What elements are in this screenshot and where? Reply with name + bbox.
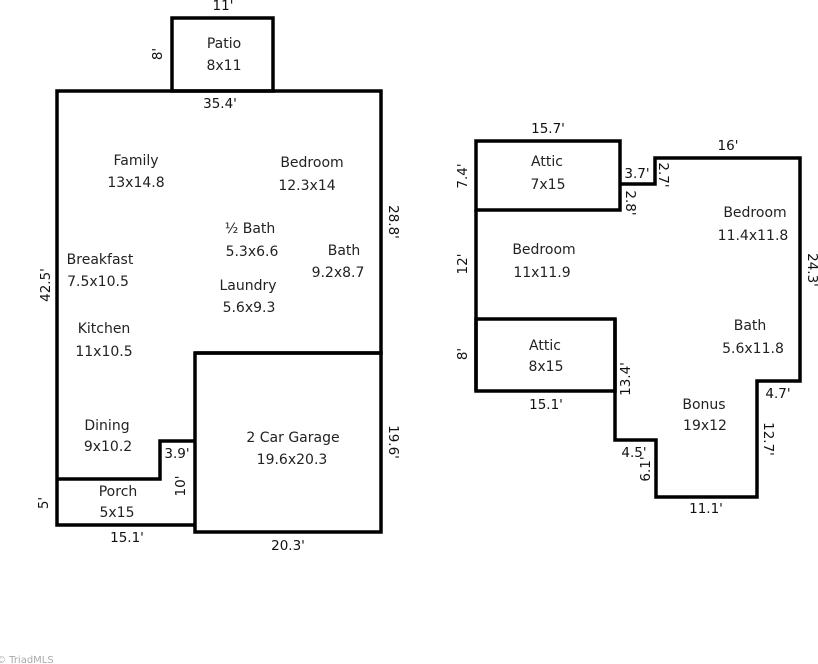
room-size: 19.6x20.3: [257, 452, 328, 468]
room-name: Attic: [531, 154, 563, 170]
dimension-label: 15.1': [529, 397, 563, 413]
dimension-label: 2.7': [655, 162, 671, 187]
dimension-label: 2.8': [622, 190, 638, 215]
room-name: Patio: [207, 36, 241, 52]
room-name: Breakfast: [67, 252, 134, 268]
watermark: © TriadMLS: [0, 655, 54, 664]
dimension-label: 20.3': [271, 538, 305, 554]
room-size: 7.5x10.5: [67, 274, 129, 290]
dimension-label: 15.7': [531, 121, 565, 137]
dimension-label: 35.4': [203, 96, 237, 112]
room-name: ½ Bath: [225, 221, 276, 237]
dimension-label: 28.8': [385, 205, 401, 239]
dimension-label: 4.5': [621, 445, 646, 461]
dimension-label: 8': [455, 348, 471, 360]
dimension-label: 11.1': [689, 501, 723, 517]
room-size: 5x15: [99, 505, 134, 521]
dimension-label: 4.7': [765, 386, 790, 402]
room-size: 13x14.8: [107, 175, 164, 191]
room-name: Bath: [328, 243, 361, 259]
upper-floor-outline: [613, 156, 802, 499]
room-size: 12.3x14: [278, 178, 335, 194]
room-size: 8x11: [206, 58, 241, 74]
dimension-label: 11': [213, 0, 234, 14]
dimension-label: 16': [718, 138, 739, 154]
dimension-label: 3.7': [624, 166, 649, 182]
attic-bottom-outline: [474, 317, 617, 393]
room-name: Bedroom: [280, 155, 343, 171]
room-size: 7x15: [530, 177, 565, 193]
room-name: Dining: [84, 418, 129, 434]
room-name: Family: [113, 153, 158, 169]
patio-outline: [170, 16, 275, 93]
room-name: Bath: [734, 318, 767, 334]
room-name: Porch: [99, 484, 138, 500]
dimension-label: 7.4': [455, 163, 471, 188]
room-size: 9.2x8.7: [312, 265, 365, 281]
dimension-label: 6.1': [638, 456, 654, 481]
room-size: 5.6x11.8: [722, 341, 784, 357]
dimension-label: 24.3': [804, 253, 818, 287]
dimension-label: 42.5': [38, 268, 54, 302]
room-size: 19x12: [683, 418, 727, 434]
room-size: 11x10.5: [75, 344, 132, 360]
dimension-label: 10': [173, 476, 189, 497]
dining-wall: [57, 439, 195, 481]
attic-top-outline: [474, 139, 622, 212]
room-size: 8x15: [528, 359, 563, 375]
room-name: 11.4x11.8: [718, 228, 789, 244]
room-name: Attic: [529, 338, 561, 354]
dimension-label: 5': [36, 497, 52, 509]
room-size: 5.3x6.6: [226, 244, 279, 260]
room-name: Bedroom: [512, 242, 575, 258]
dimension-label: 12': [455, 254, 471, 275]
room-size: 5.6x9.3: [223, 300, 276, 316]
dimension-label: 8': [150, 48, 166, 60]
dimension-label: 13.4': [618, 362, 634, 396]
room-name: Bedroom: [723, 205, 786, 221]
dimension-label: 12.7': [760, 422, 776, 456]
dimension-label: 15.1': [110, 530, 144, 546]
dimension-label: 3.9': [164, 446, 189, 462]
dimension-label: 19.6': [385, 425, 401, 459]
room-name: 2 Car Garage: [246, 430, 339, 446]
room-name: Kitchen: [78, 321, 131, 337]
room-name: Bonus: [682, 397, 725, 413]
room-size: 9x10.2: [84, 439, 132, 455]
room-name: Laundry: [219, 278, 276, 294]
room-size: 11x11.9: [513, 265, 570, 281]
